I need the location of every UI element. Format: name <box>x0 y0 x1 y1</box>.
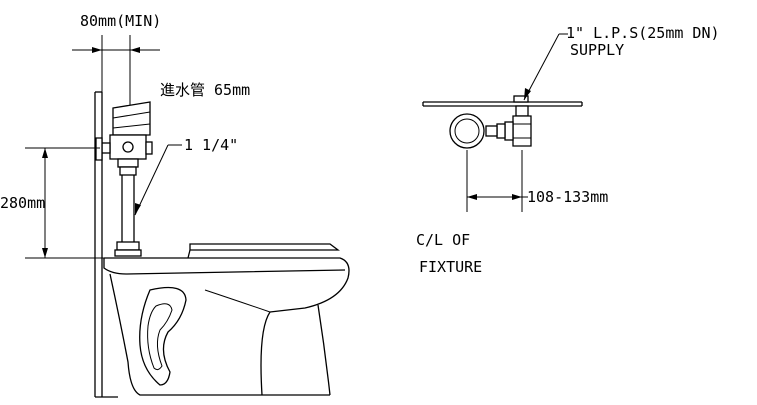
pipe-size-label: 1 1/4" <box>184 136 238 154</box>
toilet-bowl <box>103 243 350 396</box>
height-dimension <box>25 147 104 259</box>
offset-dimension <box>466 150 528 212</box>
min-width-dimension <box>72 35 160 105</box>
side-view: 80mm(MIN) 進水管 65mm 1 1/4" 280mm <box>0 12 350 398</box>
supply-label-line2: SUPPLY <box>570 41 624 59</box>
supply-stop <box>485 95 532 147</box>
flush-pipe <box>114 175 142 257</box>
wall-plate <box>422 101 583 107</box>
flush-valve <box>95 101 153 176</box>
supply-leader <box>523 33 568 101</box>
inlet-pipe-label: 進水管 65mm <box>160 81 250 99</box>
offset-label: 108-133mm <box>527 188 608 206</box>
height-label: 280mm <box>0 194 45 212</box>
centerline-label-line1: C/L OF <box>416 231 470 249</box>
min-width-label: 80mm(MIN) <box>80 12 161 30</box>
pipe-size-leader <box>134 144 182 216</box>
valve-circle <box>449 113 485 149</box>
centerline-label-line2: FIXTURE <box>419 258 482 276</box>
plan-view: 1" L.P.S(25mm DN) SUPPLY 108-133mm C/L O… <box>416 24 720 276</box>
supply-label-line1: 1" L.P.S(25mm DN) <box>566 24 720 42</box>
